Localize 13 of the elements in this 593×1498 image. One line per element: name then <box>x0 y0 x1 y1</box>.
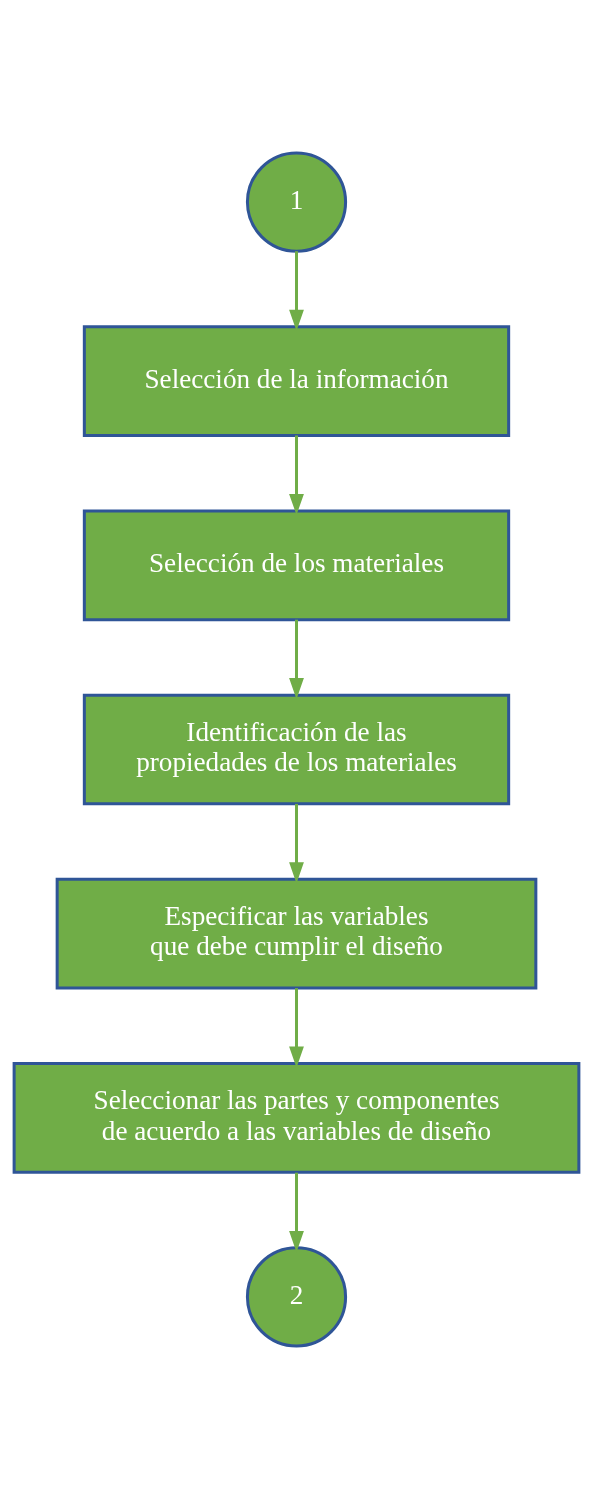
arrow <box>289 250 304 331</box>
arrow <box>289 619 304 699</box>
node-box: Seleccionar las partes y componentes de acuerdo a las variables de diseño <box>12 1061 581 1174</box>
arrow <box>289 987 304 1068</box>
arrow <box>289 1172 304 1252</box>
node-box: Selección de los materiales <box>82 508 511 621</box>
node-box: Identificación de las propiedades de los materiales <box>82 693 511 805</box>
node-box: Especificar las variables que debe cumplir el diseño <box>55 877 538 990</box>
node-box: Selección de la información <box>82 324 511 437</box>
node-circle: 1 <box>245 151 348 253</box>
arrow <box>289 434 304 515</box>
arrow <box>289 803 304 883</box>
node-circle: 2 <box>245 1245 348 1347</box>
